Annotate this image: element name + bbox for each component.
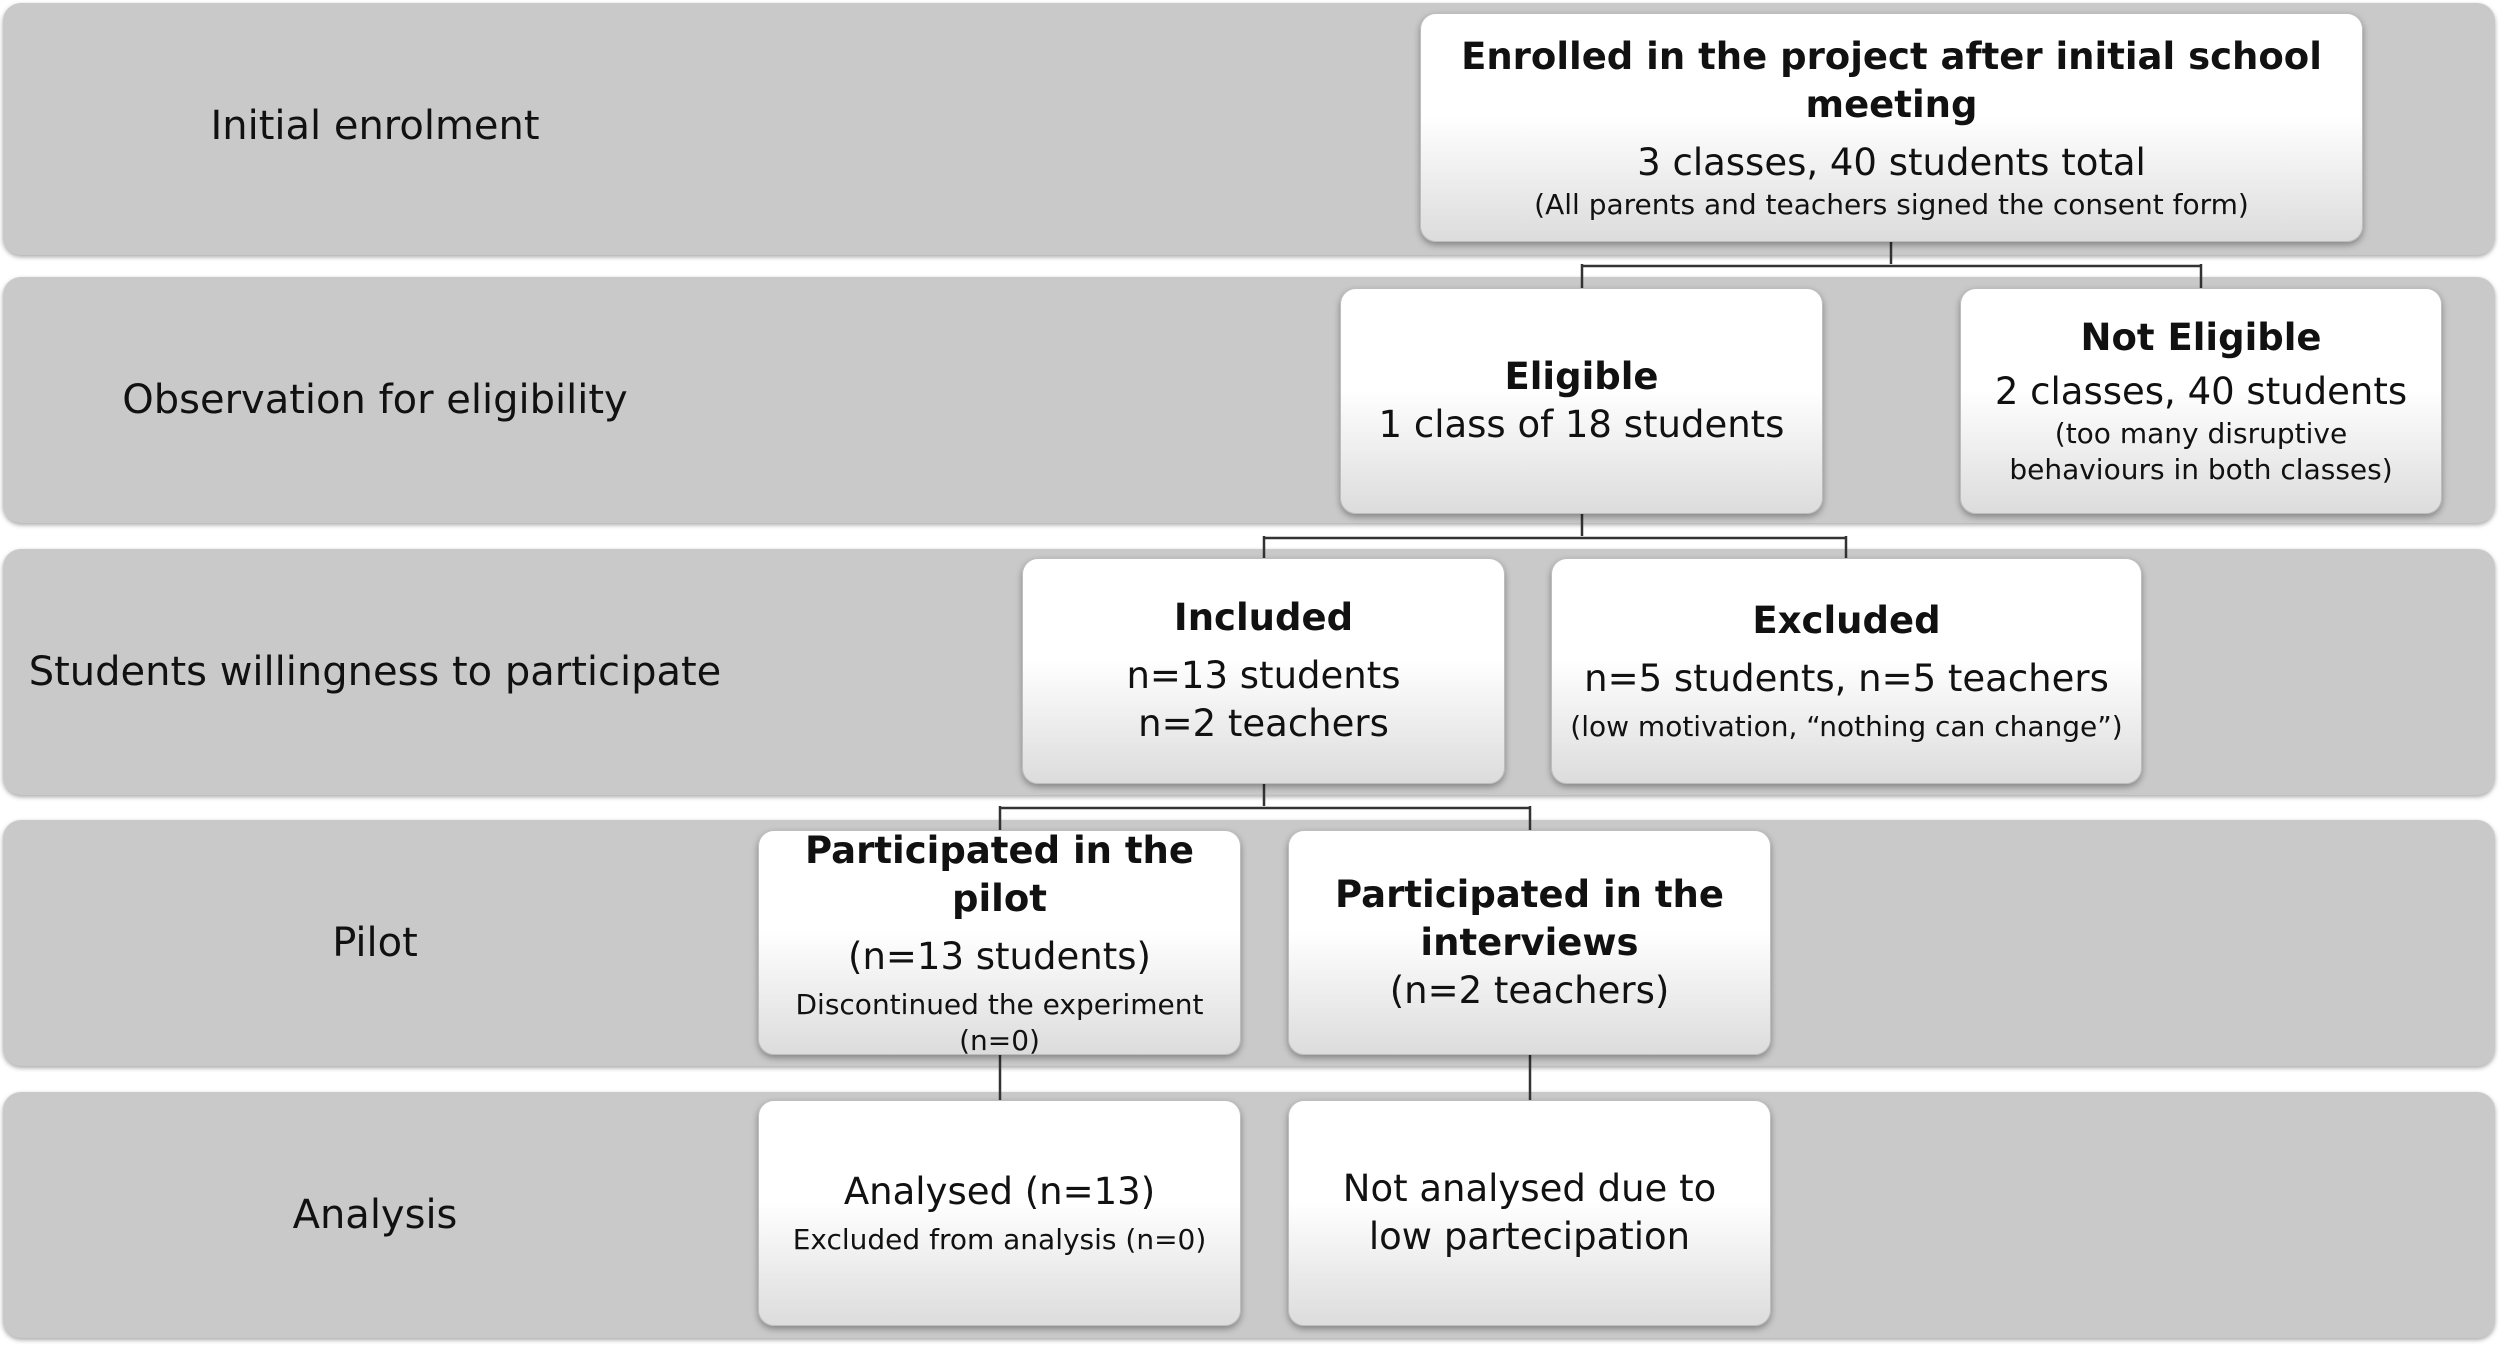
- stage-band-analysis: [3, 1092, 2495, 1338]
- eligible-title: Eligible: [1504, 355, 1659, 398]
- not-eligible-box: Not Eligible 2 classes, 40 students (too…: [1960, 288, 2442, 514]
- not-eligible-count: 2 classes, 40 students: [1994, 370, 2408, 413]
- not-eligible-title: Not Eligible: [2080, 316, 2322, 359]
- not-eligible-note: (too many disruptive behaviours in both …: [2009, 417, 2393, 486]
- analysed-box: Analysed (n=13) Excluded from analysis (…: [758, 1100, 1241, 1326]
- pilot-note: Discontinued the experiment (n=0): [795, 987, 1204, 1057]
- enrolled-title: Enrolled in the project after initial sc…: [1461, 34, 2322, 126]
- enrolled-note: (All parents and teachers signed the con…: [1534, 187, 2249, 221]
- interviews-box: Participated in the interviews (n=2 teac…: [1288, 830, 1771, 1055]
- excluded-note: (low motivation, “nothing can change”): [1570, 710, 2123, 743]
- stage-label-pilot: Pilot: [332, 920, 418, 966]
- included-count-teachers: n=2 teachers: [1138, 702, 1389, 745]
- included-title: Included: [1173, 596, 1354, 639]
- included-box: Included n=13 students n=2 teachers: [1022, 558, 1505, 784]
- not-analysed-box: Not analysed due to low partecipation: [1288, 1100, 1771, 1326]
- stage-label-analysis: Analysis: [292, 1192, 458, 1238]
- interviews-count: (n=2 teachers): [1389, 968, 1670, 1012]
- enrolled-count: 3 classes, 40 students total: [1637, 140, 2146, 184]
- excluded-count: n=5 students, n=5 teachers: [1584, 657, 2109, 700]
- enrolled-box: Enrolled in the project after initial sc…: [1420, 13, 2363, 242]
- included-count-students: n=13 students: [1126, 654, 1401, 697]
- pilot-box: Participated in the pilot (n=13 students…: [758, 828, 1241, 1057]
- not-analysed-text: Not analysed due to low partecipation: [1342, 1167, 1717, 1258]
- stage-label-initial-enrolment: Initial enrolment: [210, 103, 540, 149]
- stage-label-observation: Observation for eligibility: [122, 377, 628, 423]
- stage-label-willingness: Students willingness to participate: [28, 649, 722, 695]
- interviews-title: Participated in the interviews: [1335, 872, 1724, 964]
- pilot-title: Participated in the pilot: [805, 828, 1194, 920]
- excluded-box: Excluded n=5 students, n=5 teachers (low…: [1551, 558, 2142, 784]
- excluded-title: Excluded: [1752, 599, 1941, 642]
- pilot-count: (n=13 students): [848, 934, 1151, 978]
- stage-band-pilot: [3, 820, 2495, 1066]
- analysed-note: Excluded from analysis (n=0): [792, 1223, 1207, 1256]
- eligible-count: 1 class of 18 students: [1378, 403, 1785, 446]
- analysed-count: Analysed (n=13): [843, 1170, 1156, 1213]
- eligible-box: Eligible 1 class of 18 students: [1340, 288, 1823, 514]
